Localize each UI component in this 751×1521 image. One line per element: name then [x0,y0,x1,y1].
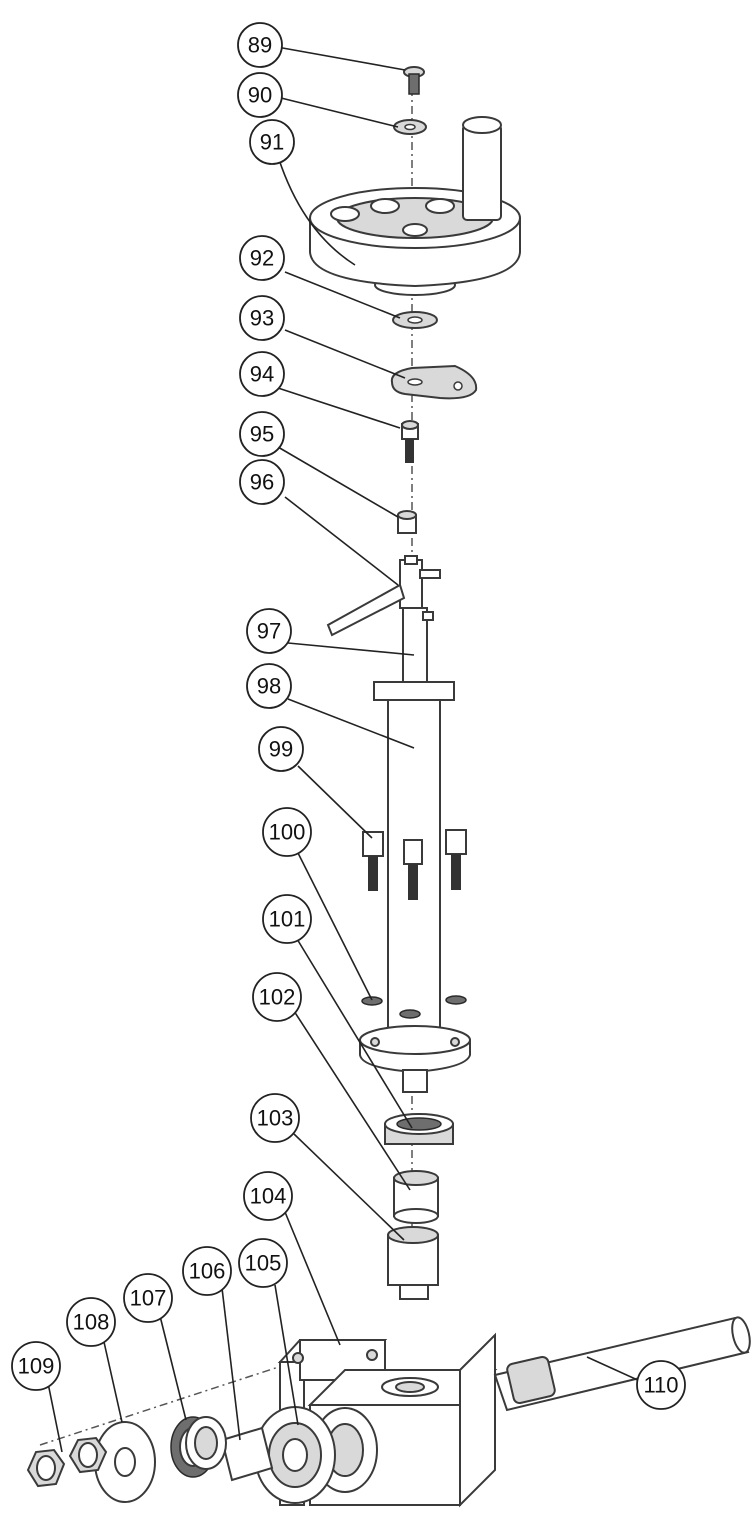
callout-label-96: 96 [250,470,274,495]
part-94-screw [401,420,419,463]
callout-101: 101 [262,894,312,944]
callout-90: 90 [237,72,283,118]
part-93-plate [390,364,478,400]
callout-label-101: 101 [269,907,306,932]
part-105-bearing [254,1406,336,1504]
callout-label-90: 90 [248,83,272,108]
callout-91: 91 [249,119,295,165]
part-96-lever [326,555,441,637]
part-103-coupling [387,1226,439,1300]
callout-label-99: 99 [269,737,293,762]
callout-label-89: 89 [248,33,272,58]
part-108-washer [94,1421,156,1503]
callout-label-110: 110 [643,1373,678,1398]
part-102-sleeve [393,1170,439,1224]
callout-label-92: 92 [250,246,274,271]
part-89-screw [403,66,425,95]
callout-99: 99 [258,726,304,772]
part-110-drive-shaft [493,1316,751,1412]
callout-label-104: 104 [250,1184,287,1209]
part-101-bearing [384,1113,454,1145]
callout-label-94: 94 [250,362,274,387]
callout-102: 102 [252,972,302,1022]
callout-label-98: 98 [257,674,281,699]
callout-109: 109 [11,1341,61,1391]
part-92-washer [392,311,438,329]
callout-97: 97 [246,608,292,654]
leader-lines [47,46,643,1453]
part-99-cap-screws [362,829,467,900]
callout-label-109: 109 [18,1354,55,1379]
part-90-washer [393,119,427,135]
part-106-shaft [220,1426,274,1482]
callout-92: 92 [239,235,285,281]
callout-93: 93 [239,295,285,341]
callout-label-103: 103 [257,1106,294,1131]
callout-label-106: 106 [189,1259,226,1284]
callout-104: 104 [243,1171,293,1221]
callout-106: 106 [182,1246,232,1296]
callout-96: 96 [239,459,285,505]
callout-95: 95 [239,411,285,457]
part-95-bushing [397,510,417,534]
part-97-shaft [402,607,434,691]
callout-label-91: 91 [260,130,284,155]
callout-105: 105 [238,1238,288,1288]
callout-label-95: 95 [250,422,274,447]
callout-89: 89 [237,22,283,68]
callout-label-97: 97 [257,619,281,644]
callout-label-108: 108 [73,1310,110,1335]
callout-label-107: 107 [130,1286,167,1311]
part-100-lock-washers [361,995,467,1019]
callout-100: 100 [262,807,312,857]
callout-label-100: 100 [269,820,306,845]
part-91-handwheel [309,116,521,296]
callout-label-93: 93 [250,306,274,331]
callout-103: 103 [250,1093,300,1143]
callout-label-105: 105 [245,1251,282,1276]
callout-94: 94 [239,351,285,397]
callout-107: 107 [123,1273,173,1323]
callout-label-102: 102 [259,985,296,1010]
callout-98: 98 [246,663,292,709]
part-107-seal [170,1416,227,1478]
part-109-hex-nuts [26,1436,108,1488]
callout-108: 108 [66,1297,116,1347]
callout-110: 110 [636,1360,686,1410]
